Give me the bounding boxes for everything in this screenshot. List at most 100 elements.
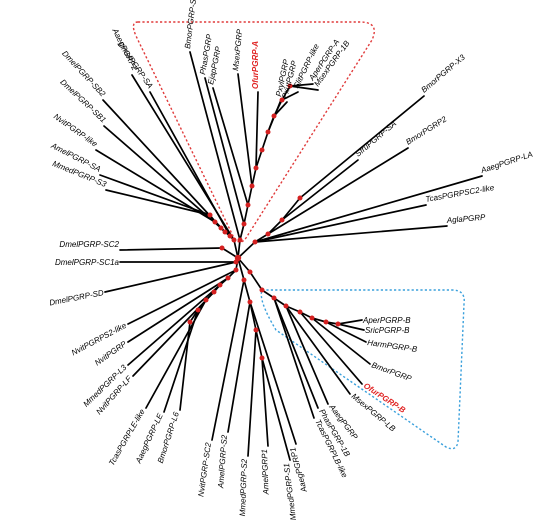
leaf-branch	[285, 305, 351, 395]
tree-node	[271, 113, 277, 119]
leaf-branch	[325, 321, 367, 343]
leaf-branch	[132, 291, 215, 377]
internal-branch	[261, 131, 269, 151]
tree-node	[241, 221, 247, 227]
leaf-branch	[285, 305, 329, 405]
leaf-branch	[281, 159, 359, 221]
internal-branch	[285, 305, 301, 313]
internal-branch	[247, 185, 253, 206]
leaf-branch	[149, 91, 231, 237]
leaf-branch	[273, 297, 319, 409]
tree-node	[252, 239, 258, 245]
clade-outline-a	[132, 21, 375, 243]
tree-node	[245, 202, 251, 208]
leaf-branch	[179, 321, 191, 411]
leaf-branch	[127, 284, 221, 366]
tree-node	[237, 237, 243, 243]
leaf-branch	[211, 279, 245, 441]
internal-branch	[243, 279, 251, 303]
tree-node	[195, 307, 201, 313]
tree-node	[233, 267, 239, 273]
internal-branch	[237, 257, 245, 281]
leaf-label: BmorPGRP2	[404, 114, 448, 146]
tree-node	[233, 259, 239, 265]
tree-node	[203, 297, 209, 303]
tree-node	[265, 231, 271, 237]
leaf-label: DmelPGRP-SC2	[59, 240, 119, 249]
leaf-branch	[119, 247, 223, 251]
leaf-branch	[249, 301, 297, 445]
tree-node	[323, 319, 329, 325]
leaf-branch	[127, 277, 229, 343]
leaf-label: DmelPGRP-SA	[116, 40, 155, 90]
leaf-label: BmorPGRP-X3	[420, 52, 468, 94]
tree-node	[227, 233, 233, 239]
tree-node	[279, 217, 285, 223]
tree-node	[207, 212, 213, 218]
tree-node	[247, 299, 253, 305]
leaf-branch	[204, 77, 245, 225]
internal-branch	[249, 271, 263, 291]
tree-node	[265, 129, 271, 135]
leaf-label: TcasPGRPSC2-like	[425, 183, 496, 204]
tree-node	[211, 289, 217, 295]
tree-node	[231, 237, 237, 243]
tree-node	[217, 282, 223, 288]
tree-node	[271, 295, 277, 301]
leaf-label: MmedPGRP-S2	[238, 458, 249, 516]
leaf-branch	[254, 175, 483, 243]
leaf-label: HarmPGRP-B	[367, 338, 419, 354]
leaf-label: AglaPGRP	[445, 213, 486, 225]
internal-branch	[243, 204, 249, 225]
leaf-branch	[163, 309, 199, 413]
leaf-branch	[104, 261, 237, 293]
leaf-branch	[103, 125, 222, 229]
leaf-branch	[102, 99, 226, 233]
clade-outlines	[132, 21, 465, 450]
leaf-label: BmorPGRP	[370, 360, 413, 383]
internal-branch	[237, 241, 256, 259]
leaf-label: MsexPGRP	[231, 28, 244, 71]
tree-node	[253, 165, 259, 171]
leaf-branch	[212, 87, 249, 206]
tree-node	[218, 225, 224, 231]
tree-node	[283, 303, 289, 309]
leaf-label: AmelPGRP-S2	[216, 434, 229, 489]
tree-node	[225, 275, 231, 281]
leaf-branch	[267, 147, 409, 235]
leaf-branch	[261, 357, 291, 461]
tree-node	[249, 183, 255, 189]
tree-node	[297, 195, 303, 201]
leaf-label: DmelPGRP-SC1a	[55, 258, 120, 267]
tree-node	[259, 355, 265, 361]
leaf-branch	[299, 95, 425, 199]
tree-node	[297, 309, 303, 315]
leaf-branch	[299, 311, 363, 385]
leaf-branch	[254, 225, 448, 243]
leaf-branch	[99, 174, 211, 216]
leaf-branch	[227, 301, 251, 433]
leaf-label: OfurPGRP-A	[251, 41, 260, 89]
leaf-branch	[289, 85, 319, 91]
tree-node	[247, 269, 253, 275]
leaf-branch	[255, 91, 259, 169]
tree-node	[259, 147, 265, 153]
tree-node	[187, 319, 193, 325]
leaf-label: SfruPGRP-SA	[354, 119, 399, 158]
leaf-label: AperPGRP-B	[362, 316, 411, 325]
leaf-branch	[247, 329, 257, 457]
tree-node	[241, 277, 247, 283]
tree-node	[287, 83, 293, 89]
leaf-branch	[289, 83, 314, 87]
tree-branches	[95, 51, 483, 461]
leaf-label: SricPGRP-B	[365, 326, 410, 335]
internal-branch	[251, 167, 257, 187]
tree-node	[253, 327, 259, 333]
leaf-branch	[273, 101, 288, 117]
tree-node	[279, 97, 285, 103]
leaf-label: DmelPGRP-SD	[49, 288, 105, 307]
leaf-branch	[281, 91, 299, 101]
tree-node	[222, 229, 228, 235]
